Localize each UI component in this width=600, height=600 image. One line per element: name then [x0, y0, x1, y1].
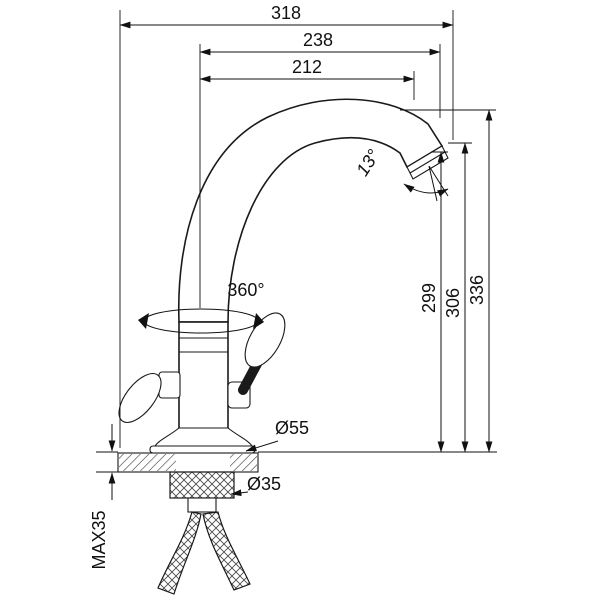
label-flange-diameter: Ø55	[275, 418, 309, 438]
right-handle-lever	[244, 312, 286, 368]
left-handle-connector	[158, 371, 181, 399]
label-spout-height: 299	[419, 283, 439, 313]
faucet-figure	[117, 98, 449, 595]
faucet-spout	[177, 98, 444, 323]
label-outlet-height: 306	[443, 288, 463, 318]
label-max-counter-thickness: MAX35	[89, 510, 109, 569]
supply-hose-right	[202, 511, 251, 591]
base-flange-ring	[149, 445, 256, 454]
mounting-shank	[169, 471, 235, 499]
label-overall-width: 318	[271, 3, 301, 23]
swivel-arrow-left	[138, 313, 149, 329]
label-spout-reach: 238	[303, 30, 333, 50]
deck-hatch-left	[119, 454, 176, 471]
label-shank-diameter: Ø35	[247, 474, 281, 494]
swivel-arrow-right	[253, 313, 264, 329]
leader-shank-diameter	[230, 489, 249, 497]
faucet-body	[178, 321, 229, 431]
leader-flange-diameter	[245, 440, 279, 452]
angle-arc	[403, 183, 449, 197]
left-handle-lever	[118, 373, 162, 423]
label-overall-height: 336	[467, 275, 487, 305]
tailpiece	[187, 497, 217, 513]
label-spout-reach-inner: 212	[292, 57, 322, 77]
label-swivel-range: 360°	[227, 280, 264, 300]
deck-hatch-right	[230, 454, 257, 471]
dimension-annotations: 318 238 212 299 306 336 13° 360° Ø55 Ø35…	[89, 3, 497, 570]
supply-hose-left	[157, 511, 202, 595]
